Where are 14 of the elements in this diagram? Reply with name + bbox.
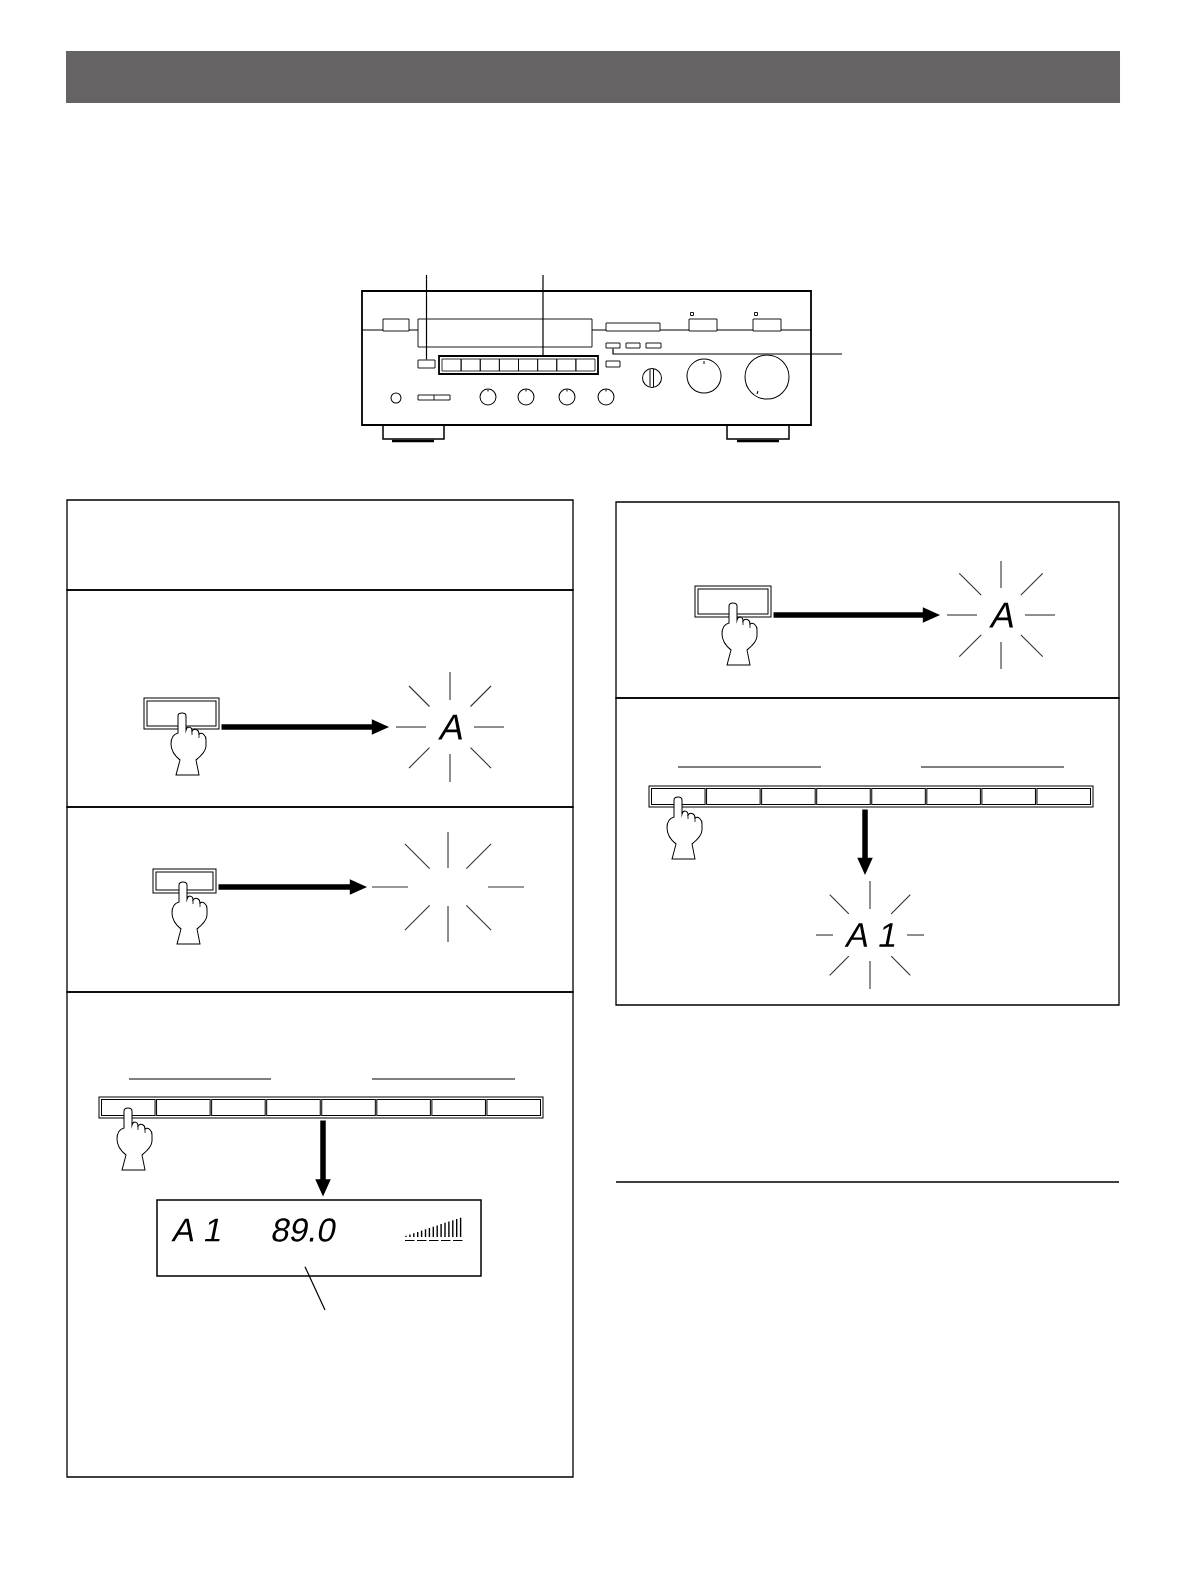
display-window [156, 1199, 482, 1277]
leader-line [304, 1266, 326, 1311]
flashing-indicator: A [946, 560, 1056, 670]
flashing-indicator: A [395, 671, 505, 783]
channel-readout: A 1 [171, 1218, 220, 1242]
preset-button-row [98, 1096, 544, 1119]
push-button [143, 697, 220, 730]
flashing-indicator: A 1 [815, 880, 925, 990]
starburst [371, 831, 525, 943]
panel-box [66, 499, 574, 591]
push-button [694, 585, 772, 618]
preset-button-row [648, 785, 1094, 808]
push-button [152, 868, 217, 894]
frequency-readout: 89.0 [272, 1218, 336, 1242]
